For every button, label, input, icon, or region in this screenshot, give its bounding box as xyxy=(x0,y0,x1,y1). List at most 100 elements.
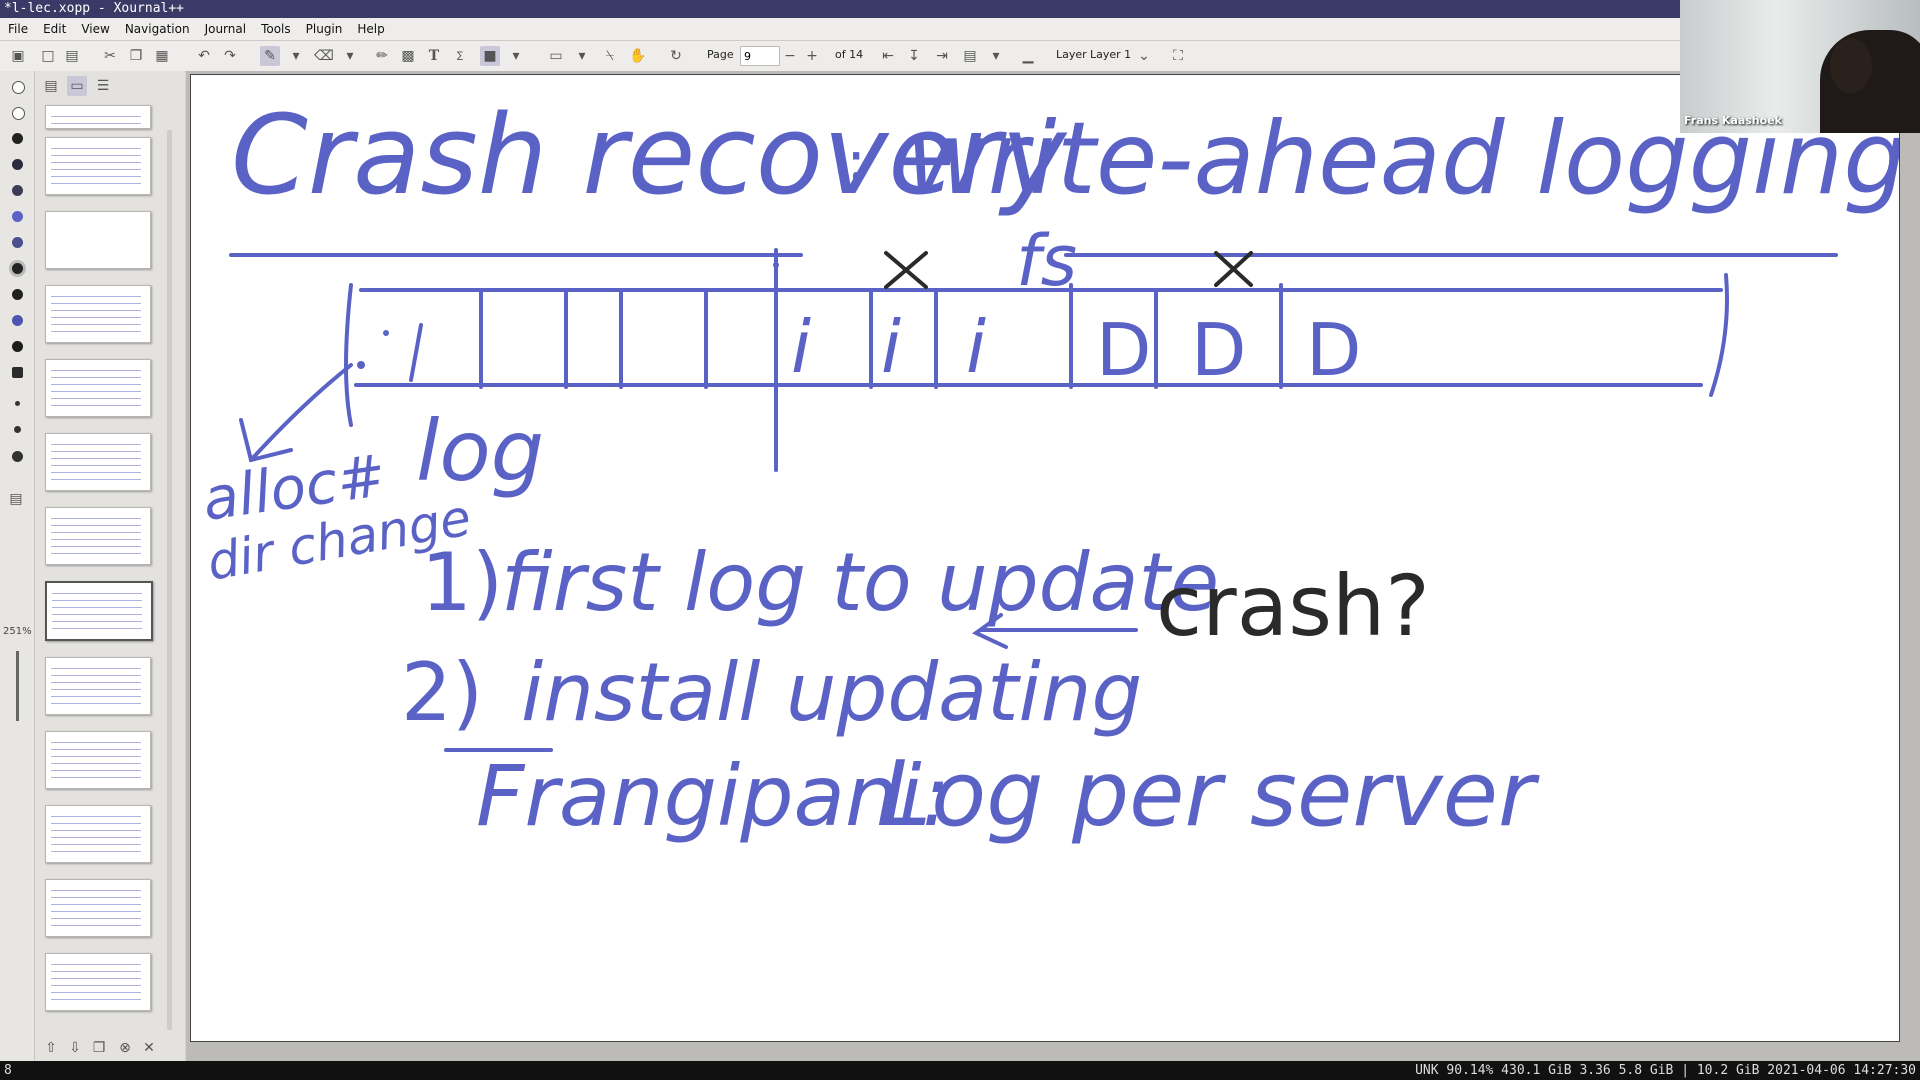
copy-icon[interactable]: ❐ xyxy=(129,48,143,64)
page-total: of 14 xyxy=(835,48,864,61)
close-sidebar-icon[interactable]: ✕ xyxy=(143,1040,155,1056)
cell-d-2: D xyxy=(1191,308,1246,392)
colon-dot xyxy=(853,172,859,178)
cut-icon[interactable]: ✂ xyxy=(104,48,116,64)
tool-palette: ▤ 251% xyxy=(0,71,35,1061)
arrow-line xyxy=(249,363,353,462)
menu-help[interactable]: Help xyxy=(357,22,385,36)
undo-icon[interactable]: ↶ xyxy=(198,48,210,64)
shape-recognizer-icon[interactable]: ■ xyxy=(480,46,500,66)
move-page-up-icon[interactable]: ⇧ xyxy=(45,1040,57,1056)
redo-icon[interactable]: ↷ xyxy=(224,48,236,64)
menu-plugin[interactable]: Plugin xyxy=(305,22,343,36)
eraser-icon[interactable]: ⌫ xyxy=(314,48,334,64)
first-page-icon[interactable]: ⇤ xyxy=(882,48,894,64)
goto-page-icon[interactable]: ↧ xyxy=(908,48,920,64)
page-thumbnail-9[interactable] xyxy=(45,657,151,715)
page-thumbnail-11[interactable] xyxy=(45,805,151,863)
color-black[interactable] xyxy=(12,133,23,144)
page-thumbnail-10[interactable] xyxy=(45,731,151,789)
menu-file[interactable]: File xyxy=(8,22,29,36)
crash-arrow-head xyxy=(972,613,1008,649)
zoom-level: 251% xyxy=(3,626,32,637)
menu-journal[interactable]: Journal xyxy=(204,22,247,36)
color-white[interactable] xyxy=(12,81,25,94)
page-number-input[interactable]: 9 xyxy=(740,46,780,66)
page-thumbnail-7[interactable] xyxy=(45,507,151,565)
insert-page-icon[interactable]: ▤ xyxy=(963,48,977,64)
size-large-icon[interactable] xyxy=(12,451,23,462)
color-navy[interactable] xyxy=(12,185,23,196)
menu-edit[interactable]: Edit xyxy=(43,22,67,36)
cell-i-1: i xyxy=(791,305,811,389)
last-page-icon[interactable]: ⇥ xyxy=(936,48,948,64)
color-square[interactable] xyxy=(12,367,23,378)
page-thumbnail-3[interactable] xyxy=(45,211,151,269)
menu-tools[interactable]: Tools xyxy=(261,22,291,36)
step-1-number: 1) xyxy=(421,536,503,629)
new-page-icon[interactable]: □ xyxy=(41,48,55,64)
delete-page-thumb-icon[interactable]: ⊗ xyxy=(119,1040,131,1056)
page-thumbnail-13[interactable] xyxy=(45,953,151,1011)
array-left-brace xyxy=(344,283,353,427)
pen-icon[interactable]: ✎ xyxy=(260,46,280,66)
size-medium-icon[interactable] xyxy=(14,426,21,433)
rotate-icon[interactable]: ↻ xyxy=(670,48,682,64)
text-tool-icon[interactable]: T xyxy=(428,48,440,64)
page-thumbnail-5[interactable] xyxy=(45,359,151,417)
cell-d-1: D xyxy=(1096,308,1151,392)
vertical-space-icon[interactable]: ⍀ xyxy=(605,48,615,64)
color-black-2[interactable] xyxy=(12,289,23,300)
select-rect-icon[interactable]: ▭ xyxy=(549,48,563,64)
shape-dropdown-icon[interactable]: ▾ xyxy=(512,48,520,64)
size-small-icon[interactable] xyxy=(15,401,20,406)
image-icon[interactable]: ▩ xyxy=(401,48,415,64)
array-right-brace xyxy=(1709,273,1729,397)
menu-view[interactable]: View xyxy=(81,22,110,36)
page-thumbnail-12[interactable] xyxy=(45,879,151,937)
log-label: log xyxy=(416,402,544,500)
color-blue[interactable] xyxy=(12,211,23,222)
page-thumbnail-8[interactable] xyxy=(45,581,153,641)
menu-bar: File Edit View Navigation Journal Tools Plugin… xyxy=(0,18,1920,41)
monitor-icon[interactable]: ▤ xyxy=(9,491,23,507)
move-page-down-icon[interactable]: ⇩ xyxy=(69,1040,81,1056)
color-blue-2[interactable] xyxy=(12,315,23,326)
fullscreen-icon[interactable]: ⛶ xyxy=(1173,48,1183,64)
color-dark-gray[interactable] xyxy=(12,159,23,170)
thumbnail-scrollbar[interactable] xyxy=(167,130,172,1030)
page-thumbnail-4[interactable] xyxy=(45,285,151,343)
page-increment-icon[interactable]: + xyxy=(806,48,818,64)
thumbnails-tab-icon[interactable]: ▤ xyxy=(44,78,58,94)
window-title: *l-lec.xopp - Xournal++ xyxy=(0,0,1920,18)
page-thumbnail-6[interactable] xyxy=(45,433,151,491)
open-icon[interactable]: ▤ xyxy=(65,48,79,64)
layers-tab-icon[interactable]: ☰ xyxy=(96,78,110,94)
layer-dropdown-icon[interactable]: ⌄ xyxy=(1138,48,1150,64)
save-icon[interactable]: ▣ xyxy=(11,48,25,64)
eraser-dropdown-icon[interactable]: ▾ xyxy=(346,48,354,64)
pen-dropdown-icon[interactable]: ▾ xyxy=(292,48,300,64)
select-dropdown-icon[interactable]: ▾ xyxy=(578,48,586,64)
menu-navigation[interactable]: Navigation xyxy=(124,22,190,36)
highlighter-icon[interactable]: ✏ xyxy=(376,48,388,64)
page-thumbnail-1[interactable] xyxy=(45,105,151,129)
zoom-slider[interactable] xyxy=(16,651,19,721)
math-tex-icon[interactable]: ∑ xyxy=(456,51,464,61)
insert-dropdown-icon[interactable]: ▾ xyxy=(992,48,1000,64)
paste-icon[interactable]: ▦ xyxy=(155,48,169,64)
color-indigo[interactable] xyxy=(12,237,23,248)
pages-tab-icon[interactable]: ▭ xyxy=(67,76,87,96)
page-decrement-icon[interactable]: − xyxy=(784,48,796,64)
delete-page-icon[interactable]: ▁ xyxy=(1022,48,1034,64)
note-page[interactable]: Crash recovery : write-ahead logging i i… xyxy=(190,74,1900,1042)
color-black-3[interactable] xyxy=(12,341,23,352)
crash-label: crash? xyxy=(1156,557,1430,655)
color-selected[interactable] xyxy=(12,263,23,274)
page-thumbnail-2[interactable] xyxy=(45,137,151,195)
hand-icon[interactable]: ✋ xyxy=(629,48,647,64)
copy-page-icon[interactable]: ❐ xyxy=(92,1040,106,1056)
color-light[interactable] xyxy=(12,107,25,120)
workspace-number[interactable]: 8 xyxy=(4,1063,12,1078)
layer-select[interactable]: Layer 1 xyxy=(1090,48,1132,61)
